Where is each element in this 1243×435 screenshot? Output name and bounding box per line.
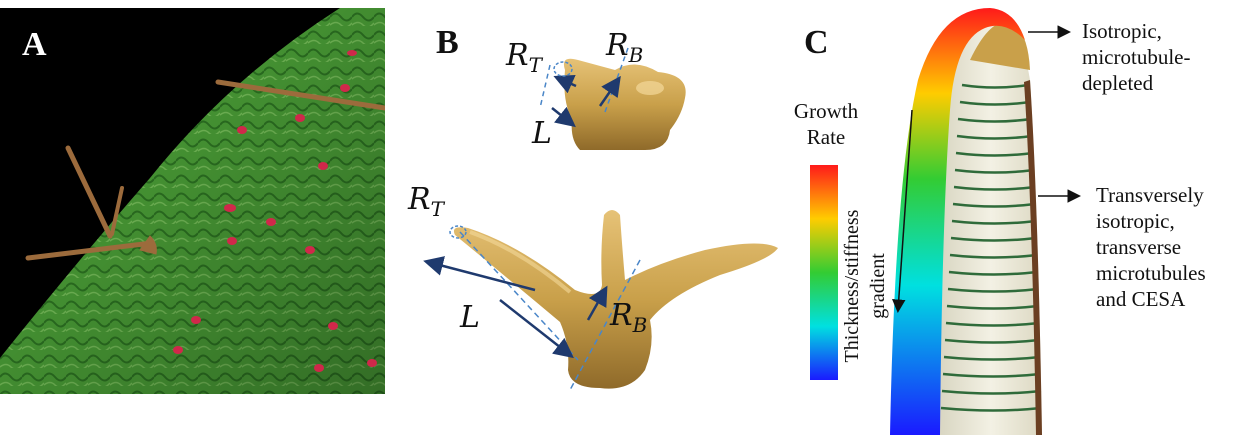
tip-annotation: Isotropic, microtubule- depleted <box>1082 18 1190 96</box>
trichome-models-illustration <box>400 0 800 435</box>
dome-inner-wall <box>940 18 1042 435</box>
panel-letter-c: C <box>804 24 829 62</box>
panel-letter-b: B <box>436 24 459 62</box>
label-rt-small: RT <box>506 38 542 77</box>
growth-rate-legend-bar <box>810 165 838 380</box>
trichome-model-small <box>564 59 686 150</box>
thickness-stiffness-gradient-label: Thickness/stiffness gradient <box>839 181 891 391</box>
label-rb-large: RB <box>610 298 647 337</box>
panel-b-trichome-models: B RT RB L RT RB L <box>400 0 800 435</box>
panel-letter-a: A <box>22 26 47 64</box>
panel-c-growth-model: C Growth Rate Thickness/stiffness gradie… <box>790 0 1243 435</box>
flank-annotation: Transversely isotropic, transverse micro… <box>1096 182 1206 312</box>
leaf-surface-illustration <box>0 8 385 394</box>
panel-a-leaf-image: A <box>0 8 385 394</box>
label-rt-large: RT <box>408 182 444 221</box>
label-rb-small: RB <box>606 28 643 67</box>
growth-rate-legend-title: Growth Rate <box>790 98 862 150</box>
label-l-large: L <box>460 300 480 335</box>
label-l-small: L <box>532 116 552 151</box>
